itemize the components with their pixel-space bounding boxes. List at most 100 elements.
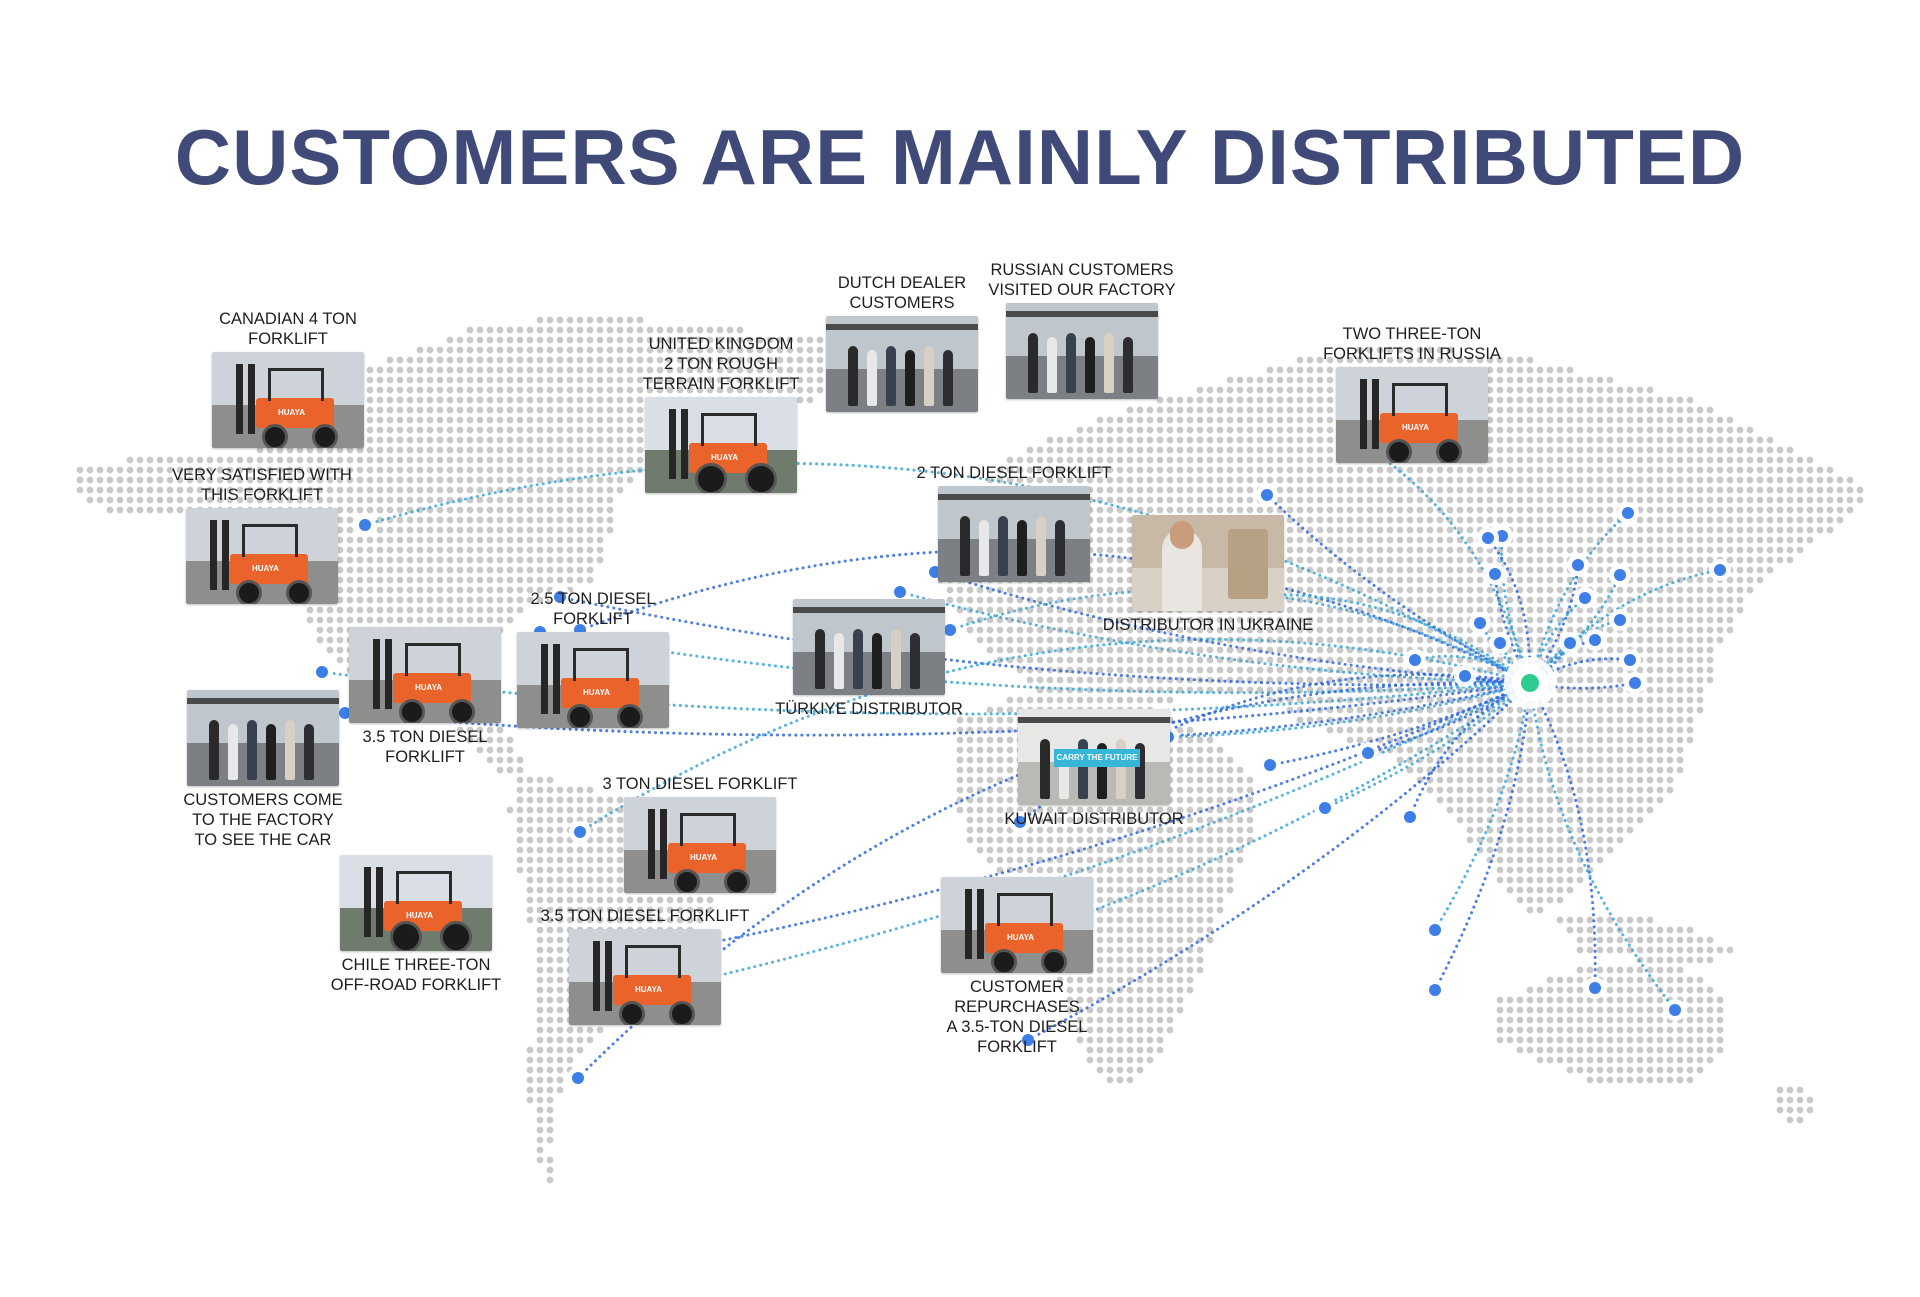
- map-dot: [1556, 716, 1564, 724]
- map-dot: [1616, 756, 1624, 764]
- map-dot: [1516, 806, 1524, 814]
- map-dot: [1196, 466, 1204, 474]
- map-dot: [646, 336, 654, 344]
- map-dot: [356, 616, 364, 624]
- map-dot: [536, 536, 544, 544]
- map-dot: [506, 356, 514, 364]
- map-dot: [376, 426, 384, 434]
- map-dot: [1286, 666, 1294, 674]
- map-dot: [1396, 556, 1404, 564]
- map-dot: [1346, 466, 1354, 474]
- map-dot: [1066, 586, 1074, 594]
- map-dot: [1146, 866, 1154, 874]
- map-dot: [496, 386, 504, 394]
- map-dot: [346, 486, 354, 494]
- map-dot: [436, 356, 444, 364]
- map-dot: [496, 466, 504, 474]
- map-dot: [1346, 736, 1354, 744]
- map-dot: [106, 476, 114, 484]
- map-dot: [1516, 486, 1524, 494]
- map-dot: [686, 386, 694, 394]
- map-dot: [1826, 516, 1834, 524]
- map-dot: [1496, 366, 1504, 374]
- map-dot: [526, 326, 534, 334]
- map-dot: [1596, 856, 1604, 864]
- map-dot: [1476, 506, 1484, 514]
- map-dot: [1256, 476, 1264, 484]
- map-dot: [1446, 676, 1454, 684]
- map-dot: [1516, 386, 1524, 394]
- map-dot: [1316, 626, 1324, 634]
- map-dot: [406, 586, 414, 594]
- map-dot: [1596, 556, 1604, 564]
- map-dot: [1626, 776, 1634, 784]
- map-dot: [376, 416, 384, 424]
- map-dot: [366, 546, 374, 554]
- map-dot: [1686, 656, 1694, 664]
- map-dot: [426, 396, 434, 404]
- map-dot: [246, 476, 254, 484]
- map-dot: [1686, 716, 1694, 724]
- map-dot: [556, 436, 564, 444]
- map-dot: [336, 496, 344, 504]
- map-dot: [456, 596, 464, 604]
- map-dot: [546, 486, 554, 494]
- map-dot: [496, 586, 504, 594]
- map-dot: [546, 526, 554, 534]
- map-dot: [1326, 396, 1334, 404]
- map-dot: [1596, 776, 1604, 784]
- map-dot: [1606, 506, 1614, 514]
- map-dot: [386, 576, 394, 584]
- map-dot: [1616, 786, 1624, 794]
- map-dot: [1606, 466, 1614, 474]
- map-dot: [1526, 396, 1534, 404]
- map-dot: [1586, 506, 1594, 514]
- map-dot: [416, 536, 424, 544]
- map-dot: [566, 806, 574, 814]
- map-dot: [1246, 486, 1254, 494]
- map-dot: [426, 586, 434, 594]
- map-dot: [446, 586, 454, 594]
- map-dot: [1606, 806, 1614, 814]
- map-dot: [1456, 496, 1464, 504]
- map-dot: [1726, 556, 1734, 564]
- map-dot: [1296, 396, 1304, 404]
- map-dot: [1206, 746, 1214, 754]
- map-dot: [1696, 436, 1704, 444]
- map-dot: [536, 856, 544, 864]
- map-dot: [1546, 736, 1554, 744]
- map-dot: [426, 416, 434, 424]
- map-dot: [1606, 516, 1614, 524]
- map-dot: [976, 776, 984, 784]
- map-dot: [546, 456, 554, 464]
- map-dot: [536, 456, 544, 464]
- map-dot: [596, 426, 604, 434]
- map-dot: [1026, 466, 1034, 474]
- map-dot: [1476, 746, 1484, 754]
- map-dot: [1106, 876, 1114, 884]
- map-dot: [156, 496, 164, 504]
- map-dot: [1156, 466, 1164, 474]
- map-dot: [516, 556, 524, 564]
- map-dot: [1516, 556, 1524, 564]
- map-dot: [1236, 766, 1244, 774]
- map-dot: [1296, 676, 1304, 684]
- map-dot: [1496, 726, 1504, 734]
- map-dot: [506, 466, 514, 474]
- map-dot: [146, 466, 154, 474]
- map-dot: [1436, 536, 1444, 544]
- map-dot: [456, 556, 464, 564]
- map-dot: [1086, 836, 1094, 844]
- map-dot: [1336, 536, 1344, 544]
- map-dot: [1516, 576, 1524, 584]
- map-dot: [1536, 486, 1544, 494]
- map-dot: [336, 626, 344, 634]
- map-dot: [216, 466, 224, 474]
- map-dot: [1616, 536, 1624, 544]
- map-dot: [1326, 466, 1334, 474]
- map-dot: [416, 566, 424, 574]
- map-dot: [476, 566, 484, 574]
- map-dot: [536, 566, 544, 574]
- map-dot: [1326, 446, 1334, 454]
- map-dot: [546, 866, 554, 874]
